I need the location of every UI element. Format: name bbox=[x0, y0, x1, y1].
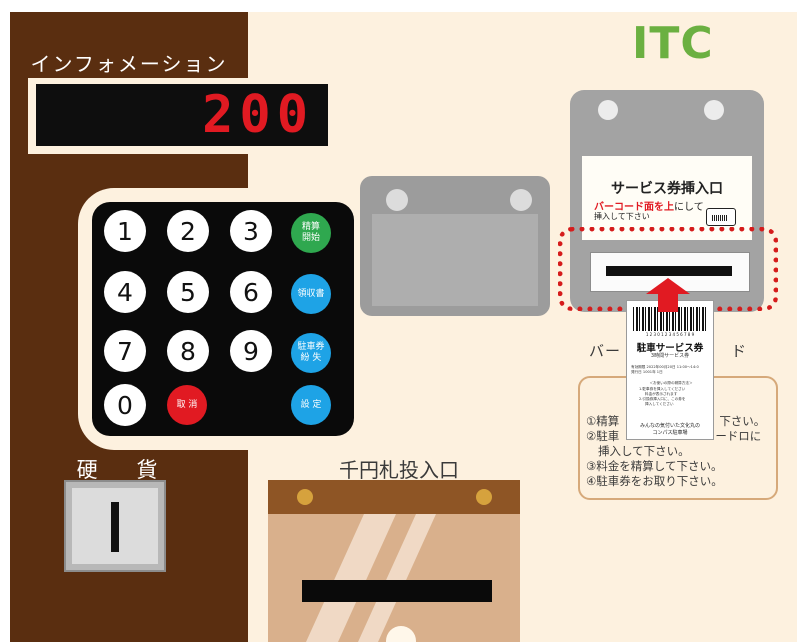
screw-icon bbox=[297, 489, 313, 505]
receipt-button[interactable]: 領収書 bbox=[291, 274, 331, 314]
card-reader-face bbox=[372, 214, 538, 306]
service-ticket-title: サービス券挿入口 bbox=[611, 181, 723, 197]
ticket-footer-1: みんなの気付いた文化丸の bbox=[639, 423, 700, 429]
ticket-title: 駐車サービス券 bbox=[636, 343, 704, 354]
instruction-red-suffix: にして bbox=[674, 202, 704, 213]
screw-icon bbox=[386, 189, 408, 211]
bill-slot-knob bbox=[386, 626, 416, 642]
ticket-digits: 1 2 3 0 1 2 3 4 5 6 7 8 9 bbox=[645, 332, 695, 337]
ticket-footer-2: コンパス駐車場 bbox=[652, 429, 688, 436]
information-title: インフォメーション bbox=[30, 52, 228, 76]
coin-slot[interactable] bbox=[64, 480, 166, 572]
instruction-step-3: ③料金を精算して下さい。 bbox=[586, 459, 723, 473]
instruction-step-4: ④駐車券をお取り下さい。 bbox=[586, 474, 723, 488]
coin-slot-bar bbox=[111, 502, 119, 552]
key-4[interactable]: 4 bbox=[104, 271, 146, 313]
instruction-step-2b: 挿入して下さい。 bbox=[598, 444, 690, 458]
instruction-step-1: ①精算 下さい。 bbox=[586, 414, 774, 429]
amount-value: 200 bbox=[202, 85, 314, 145]
key-6[interactable]: 6 bbox=[230, 271, 272, 313]
instruction-step-2: ②駐車 ードロに bbox=[586, 429, 774, 444]
service-ticket-instruction-2: 挿入して下さい bbox=[594, 212, 650, 221]
key-7[interactable]: 7 bbox=[104, 330, 146, 372]
settings-button[interactable]: 設 定 bbox=[291, 385, 331, 425]
ticket-issue-date: 発行日 1001年 1日 bbox=[631, 370, 663, 374]
key-3[interactable]: 3 bbox=[230, 210, 272, 252]
lost-ticket-button[interactable]: 駐車券 紛 失 bbox=[291, 333, 331, 373]
key-9[interactable]: 9 bbox=[230, 330, 272, 372]
bill-slot-label: 千円札投入口 bbox=[339, 458, 459, 482]
ticket-footer: みんなの気付いた文化丸の コンパス駐車場 bbox=[629, 423, 711, 436]
service-ticket-instruction: バーコード面を上にして bbox=[594, 198, 704, 213]
screw-icon bbox=[704, 100, 724, 120]
barcode-reader-label: バー ド bbox=[589, 340, 747, 361]
coin-slot-opening bbox=[72, 488, 158, 564]
bill-slot-glare bbox=[306, 514, 436, 642]
instruction-list: ①精算 下さい。 ②駐車 ードロに 挿入して下さい。 ③料金を精算して下さい。 ④駐… bbox=[586, 414, 774, 489]
service-ticket-sign bbox=[582, 156, 752, 240]
ticket-method-3: 2.引換券挿入口に、この券を bbox=[639, 397, 686, 401]
insert-arrow-icon bbox=[646, 278, 690, 312]
barcode-label-right: ド bbox=[731, 342, 748, 360]
step-2-left: ②駐車 bbox=[586, 429, 620, 443]
key-8[interactable]: 8 bbox=[167, 330, 209, 372]
screw-icon bbox=[598, 100, 618, 120]
ticket-method-4: 挿入してください bbox=[645, 402, 674, 406]
settle-start-button[interactable]: 精算 開始 bbox=[291, 213, 331, 253]
service-ticket-slot[interactable] bbox=[606, 266, 732, 276]
coin-label: 硬 貨 bbox=[76, 458, 174, 482]
mini-barcode bbox=[712, 215, 728, 221]
cancel-button[interactable]: 取 消 bbox=[167, 385, 207, 425]
itc-logo: ITC bbox=[632, 18, 714, 69]
key-0[interactable]: 0 bbox=[104, 384, 146, 426]
key-2[interactable]: 2 bbox=[167, 210, 209, 252]
barcode-label-left: バー bbox=[589, 342, 622, 360]
key-5[interactable]: 5 bbox=[167, 271, 209, 313]
step-2-right: ードロに bbox=[715, 429, 762, 443]
amount-display: 200 bbox=[36, 84, 328, 146]
service-ticket[interactable]: 1 2 3 0 1 2 3 4 5 6 7 8 9 駐車サービス券 3時間サービ… bbox=[626, 300, 714, 440]
key-1[interactable]: 1 bbox=[104, 210, 146, 252]
step-1-right: 下さい。 bbox=[719, 414, 766, 428]
screw-icon bbox=[510, 189, 532, 211]
ticket-validity: 有効期限 2022年00月20日 11:00～14:0 bbox=[631, 365, 699, 369]
screw-icon bbox=[476, 489, 492, 505]
ticket-method-2: 料金が表示されます bbox=[645, 392, 678, 396]
barcode-card-icon bbox=[706, 208, 736, 226]
instruction-red: バーコード面を上 bbox=[594, 202, 674, 213]
step-1-left: ①精算 bbox=[586, 414, 620, 428]
ticket-subtitle: 3時間サービス券 bbox=[650, 353, 690, 359]
bill-slot[interactable] bbox=[302, 580, 492, 602]
ticket-method-title: ＜お使いの際の精算方法＞ bbox=[649, 381, 693, 385]
ticket-method-1: 1.駐車券を挿入してください bbox=[639, 387, 686, 391]
